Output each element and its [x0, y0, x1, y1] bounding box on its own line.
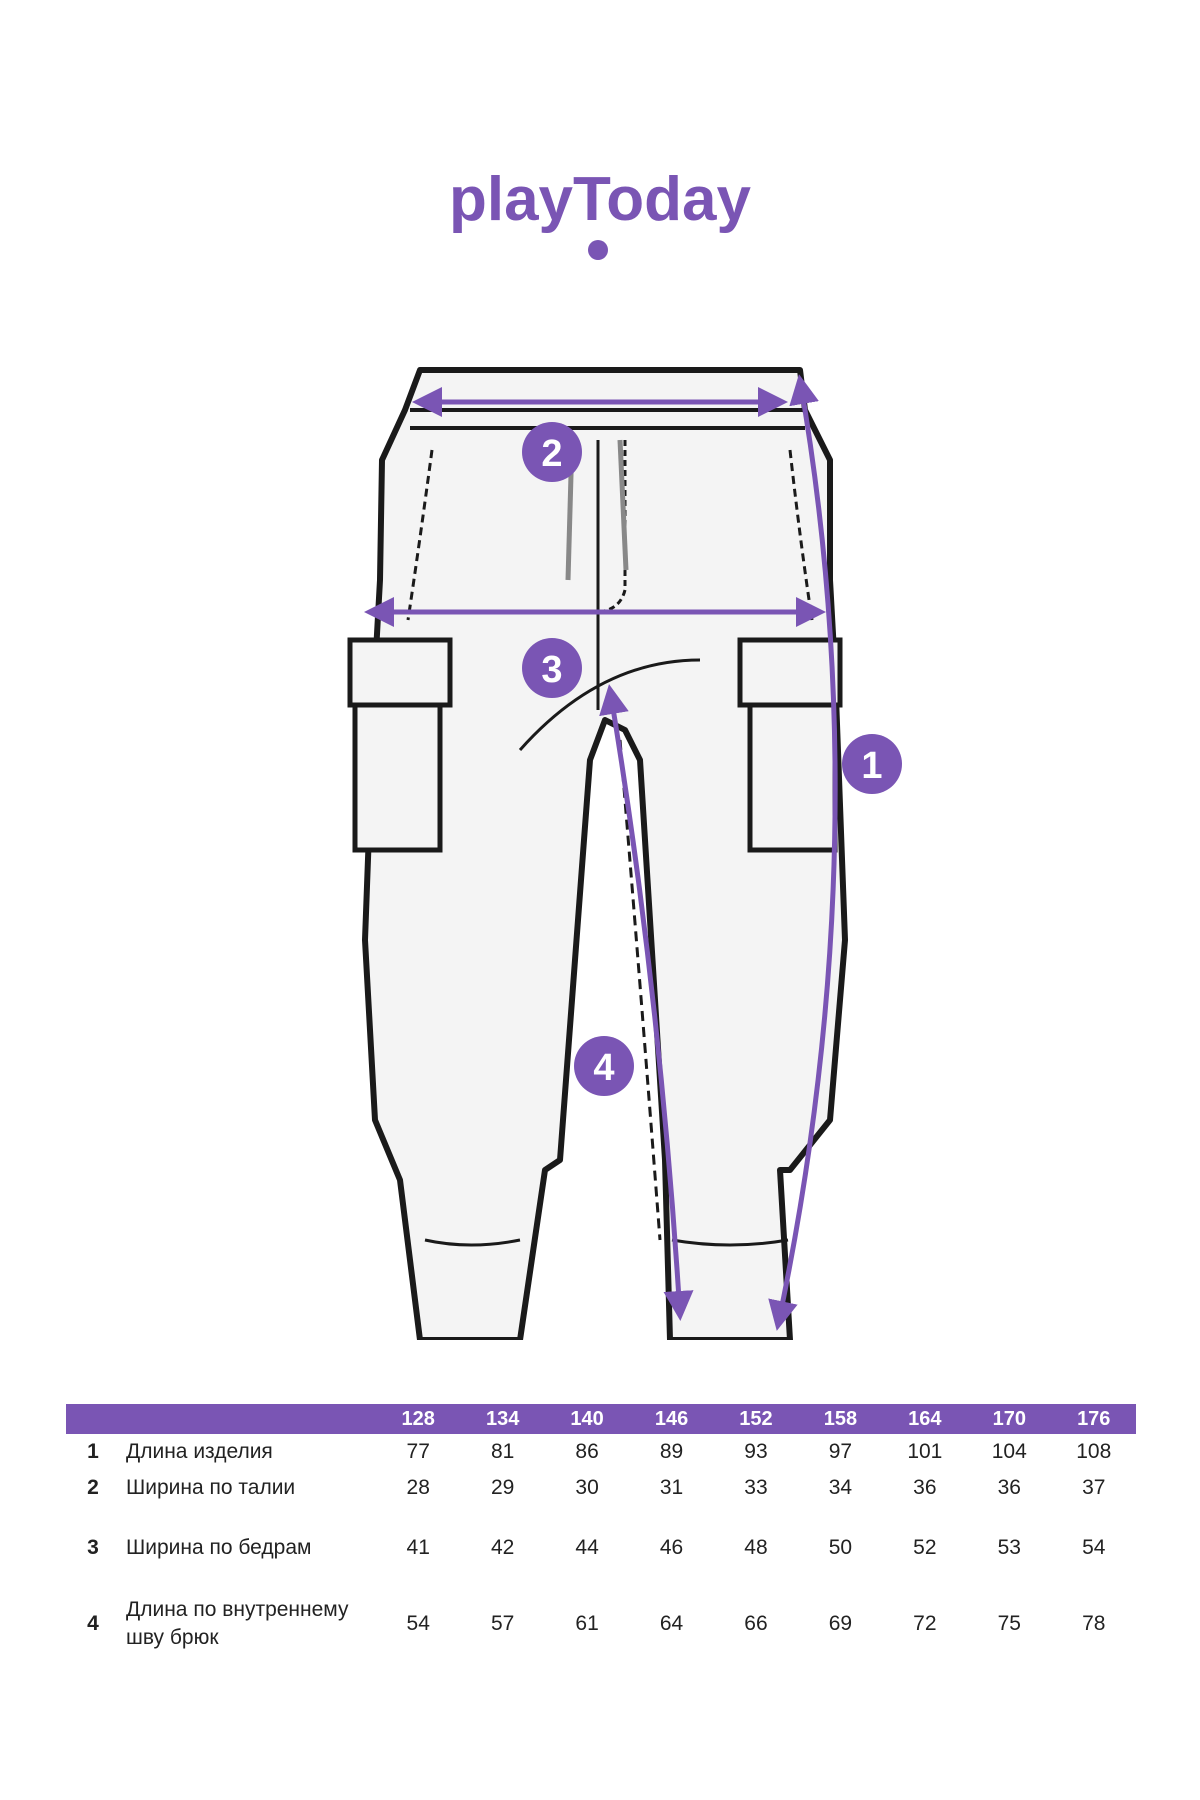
table-cell: 53 — [997, 1536, 1021, 1559]
table-cell: 41 — [406, 1536, 430, 1559]
table-cell: 72 — [913, 1612, 937, 1635]
svg-text:2: 2 — [541, 433, 562, 475]
table-cell: 29 — [490, 1476, 515, 1499]
header-blank — [66, 1404, 120, 1434]
row-number: 3 — [87, 1536, 99, 1559]
table-cell: 34 — [828, 1476, 853, 1499]
table-cell: 64 — [659, 1612, 684, 1635]
size-header: 170 — [992, 1407, 1026, 1430]
table-cell: 30 — [575, 1476, 599, 1499]
table-cell: 86 — [575, 1440, 599, 1463]
table-cell: 81 — [490, 1440, 515, 1463]
table-cell: 57 — [490, 1612, 515, 1635]
size-header: 146 — [654, 1407, 689, 1430]
row-number: 4 — [87, 1612, 99, 1635]
table-cell: 31 — [659, 1476, 684, 1499]
table-cell: 69 — [828, 1612, 853, 1635]
size-header: 176 — [1077, 1407, 1111, 1430]
table-cell: 101 — [907, 1440, 943, 1463]
size-header: 140 — [570, 1407, 604, 1430]
size-header: 134 — [485, 1407, 520, 1430]
table-cell: 77 — [406, 1440, 430, 1463]
size-header: 128 — [401, 1407, 435, 1430]
table-cell: 93 — [744, 1440, 768, 1463]
row-number: 1 — [87, 1440, 99, 1463]
size-table: 128 134 140 146 152 158 164 170 176 1 Дл… — [66, 1404, 1136, 1670]
svg-text:3: 3 — [541, 649, 562, 691]
table-cell: 33 — [744, 1476, 768, 1499]
row-label: Длина изделия — [126, 1440, 273, 1463]
table-cell: 46 — [659, 1536, 684, 1559]
marker-2: 2 — [522, 422, 582, 482]
table-cell: 61 — [575, 1612, 599, 1635]
total-length-arrow — [768, 374, 838, 1331]
size-header: 158 — [823, 1407, 858, 1430]
table-cell: 104 — [991, 1440, 1027, 1463]
measurement-diagram: 2 3 1 4 — [0, 340, 1200, 1343]
row-label: Ширина по бедрам — [126, 1536, 312, 1559]
table-cell: 42 — [490, 1536, 515, 1559]
size-header: 164 — [908, 1407, 942, 1430]
table-cell: 37 — [1082, 1476, 1106, 1499]
marker-4: 4 — [574, 1036, 634, 1096]
table-row: 3 Ширина по бедрам 41 42 44 46 48 50 52 … — [66, 1506, 1136, 1578]
table-row: 1 Длина изделия 77 81 86 89 93 97 101 10… — [66, 1434, 1136, 1470]
inseam-length-arrow — [599, 684, 694, 1321]
size-header-row: 128 134 140 146 152 158 164 170 176 — [66, 1404, 1136, 1434]
row-number: 2 — [87, 1476, 99, 1499]
table-cell: 97 — [828, 1440, 853, 1463]
table-row: 2 Ширина по талии 28 29 30 31 33 34 36 3… — [66, 1470, 1136, 1506]
table-row: 4 Длина по внутреннему шву брюк 54 57 61… — [66, 1578, 1136, 1670]
table-cell: 89 — [659, 1440, 684, 1463]
table-cell: 108 — [1076, 1440, 1112, 1463]
brand-logo-graphic: playToday — [449, 165, 752, 260]
header-blank — [120, 1404, 376, 1434]
table-cell: 28 — [406, 1476, 430, 1499]
table-cell: 54 — [406, 1612, 430, 1635]
marker-1: 1 — [842, 734, 902, 794]
table-cell: 52 — [913, 1536, 937, 1559]
table-cell: 78 — [1082, 1612, 1106, 1635]
row-label: Ширина по талии — [126, 1476, 296, 1499]
marker-3: 3 — [522, 638, 582, 698]
table-cell: 75 — [997, 1612, 1021, 1635]
table-cell: 44 — [575, 1536, 599, 1559]
table-cell: 48 — [744, 1536, 768, 1559]
size-header: 152 — [739, 1407, 773, 1430]
table-cell: 54 — [1082, 1536, 1106, 1559]
svg-text:4: 4 — [593, 1047, 614, 1089]
svg-text:1: 1 — [861, 745, 882, 787]
table-cell: 66 — [744, 1612, 768, 1635]
brand-logo: playToday — [0, 160, 1200, 265]
brand-name: playToday — [449, 165, 752, 234]
pants-illustration: 2 3 1 4 — [347, 367, 902, 1343]
pants-outline — [362, 367, 848, 1343]
row-label: Длина по внутреннему шву брюк — [126, 1598, 349, 1649]
table-cell: 36 — [997, 1476, 1021, 1499]
brand-dot — [588, 240, 608, 260]
table-cell: 50 — [828, 1536, 853, 1559]
table-cell: 36 — [913, 1476, 937, 1499]
